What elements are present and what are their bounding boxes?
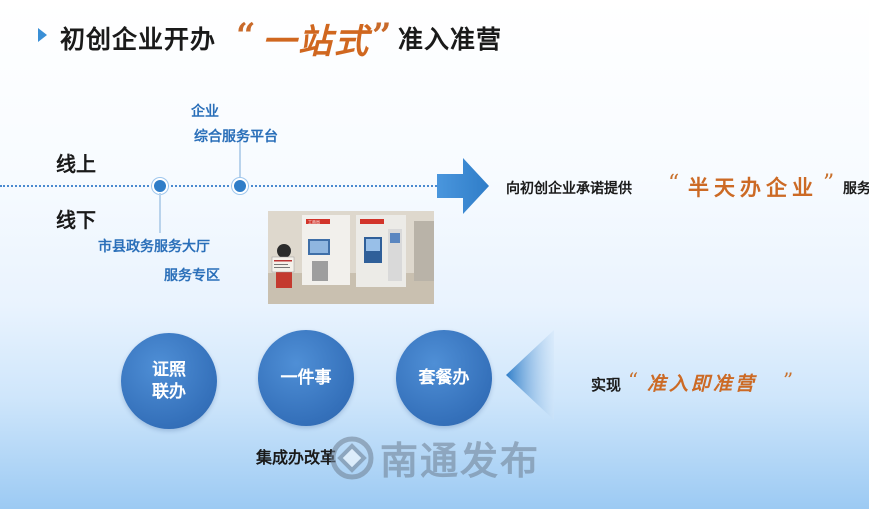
timeline-dotted-line [0,185,440,187]
title-quote-close: ” [372,16,392,56]
circle-license-joint-line1: 证照 [152,360,186,380]
service-hall-illustration: 工商局 [268,211,434,304]
title-suffix: 准入准营 [398,25,503,54]
service-hall-photo: 工商局 [268,211,434,304]
realize-quote-open: “ [628,368,639,392]
offline-node-icon [152,178,168,194]
circle-package: 套餐办 [396,330,492,426]
circle-one-thing: 一件事 [258,330,354,426]
title-prefix: 初创企业开办 [60,25,217,54]
commitment-suffix: 服务 [843,181,869,197]
offline-hall-line2: 服务专区 [164,268,220,284]
watermark: 南通发布 [330,430,540,485]
watermark-text: 南通发布 [380,439,541,483]
commitment-quote-open: “ [668,171,680,196]
offline-label: 线下 [56,208,96,232]
realize-highlight: 准入即准营 [647,373,758,395]
online-node-icon [232,178,248,194]
circle-one-thing-label: 一件事 [280,368,332,388]
title-highlight: 一站式 [262,22,370,62]
right-arrow-icon [437,158,489,214]
commitment-highlight: 半天办企业 [688,175,818,200]
commitment-quote-close: ” [823,171,835,196]
integrated-reform-label: 集成办改革 [256,448,337,467]
photo-sign-text: 工商局 [308,219,320,225]
realize-text: 实现 [591,376,622,394]
offline-hall-line1: 市县政务服务大厅 [98,239,210,255]
title-quote-open: “ [236,16,256,56]
commitment-text: 向初创企业承诺提供 [506,181,632,197]
offline-connector [159,193,161,233]
title-marker-icon [38,28,47,42]
online-platform-line2: 综合服务平台 [194,129,278,145]
online-label: 线上 [56,152,96,176]
circle-license-joint-line2: 联办 [152,382,186,402]
nantong-logo-icon [330,436,374,479]
realize-quote-close: ” [783,368,794,392]
spotlight-fan-icon [506,330,554,420]
circle-package-label: 套餐办 [418,368,470,388]
online-connector [239,136,241,180]
online-platform-line1: 企业 [191,104,219,120]
circle-license-joint: 证照 联办 [121,333,217,429]
